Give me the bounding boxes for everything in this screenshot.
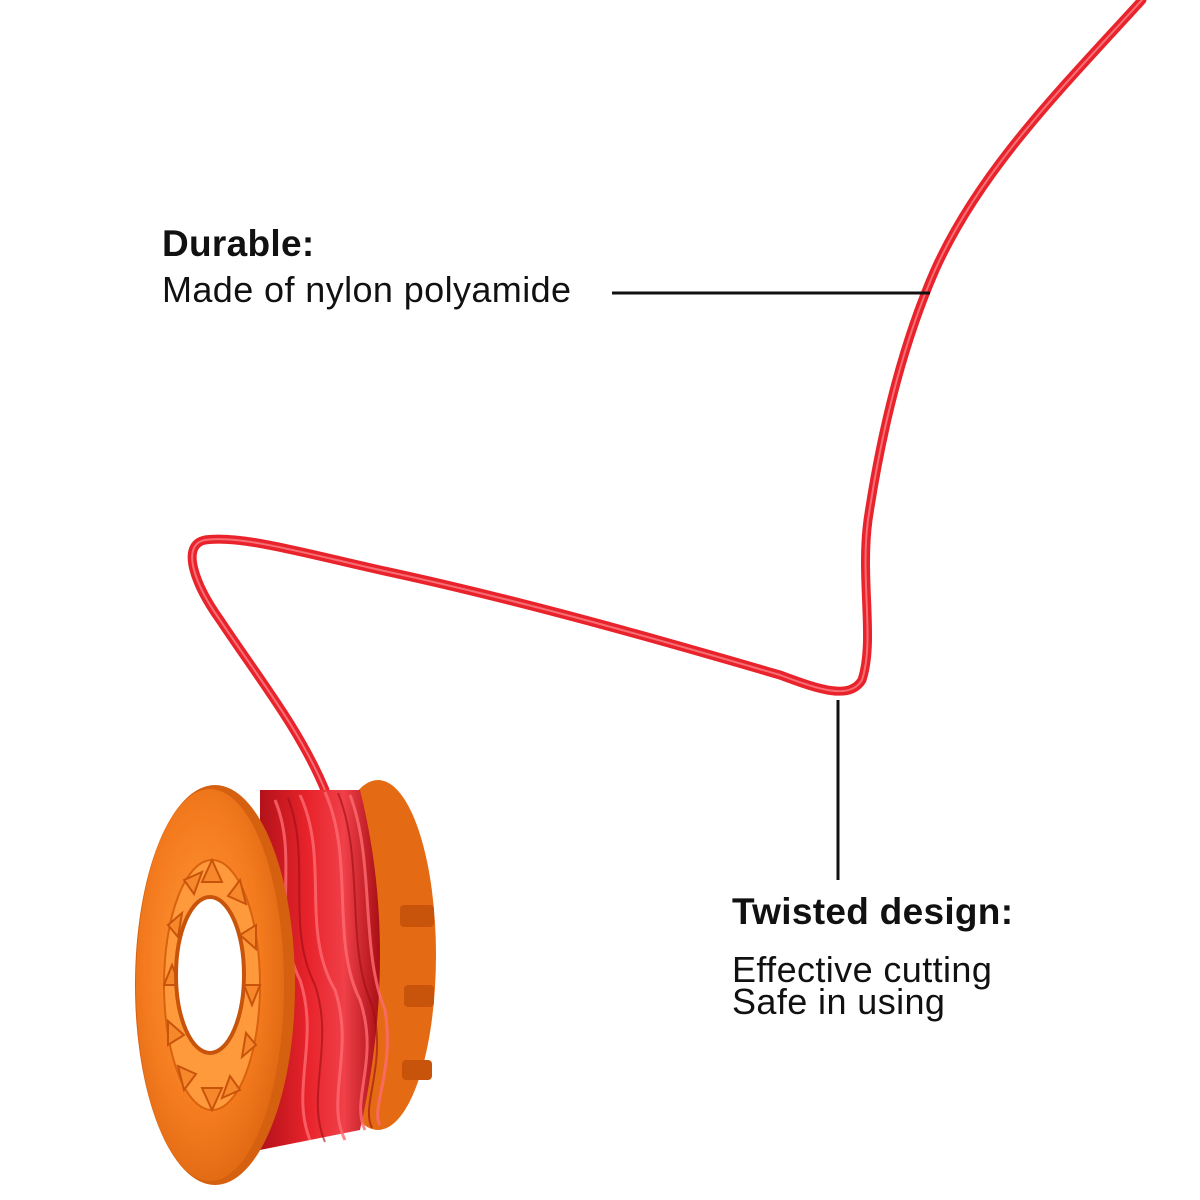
twisted-callout-line-1: Effective cutting — [732, 949, 993, 990]
durable-callout-description: Made of nylon polyamide — [162, 269, 572, 310]
twisted-callout-title: Twisted design: — [732, 891, 1014, 932]
trimmer-line — [187, 0, 1147, 795]
twisted-callout-line-2: Safe in using — [732, 981, 946, 1022]
durable-callout-title: Durable: — [162, 223, 315, 264]
spool — [135, 780, 436, 1185]
